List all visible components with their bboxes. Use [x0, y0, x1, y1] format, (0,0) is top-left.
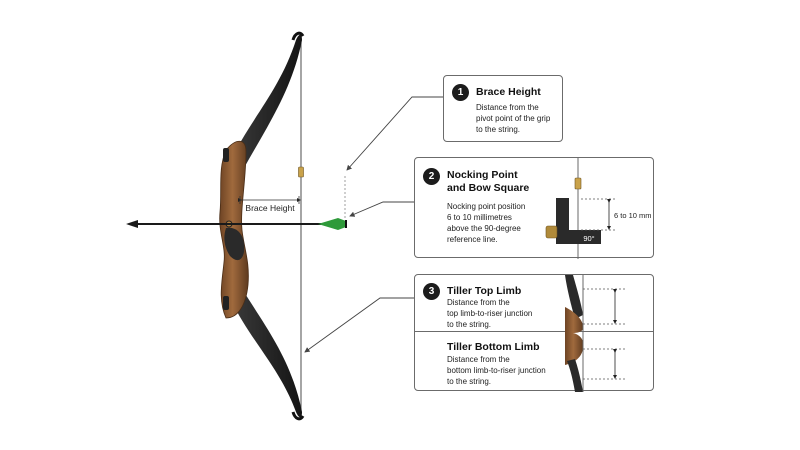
leader-line-nocking-point	[349, 201, 414, 217]
callout-number-1: 1	[452, 84, 469, 101]
callout-title-tiller-bottom: Tiller Bottom Limb	[447, 341, 540, 353]
bow-square-illustration: 90° 6 to 10 mm	[545, 158, 652, 259]
arrow-fletching	[318, 218, 346, 230]
lower-limb-bolt	[223, 296, 229, 310]
lower-limb-tip	[291, 411, 305, 421]
callout-title-tiller-top: Tiller Top Limb	[447, 285, 522, 297]
inset-top-limb	[565, 275, 583, 319]
callout-description-brace-height: Distance from the pivot point of the gri…	[476, 103, 551, 134]
upper-limb	[231, 34, 302, 168]
measure-label: 6 to 10 mm	[614, 211, 652, 220]
lower-limb	[231, 292, 302, 418]
callout-description-nocking-point: Nocking point position 6 to 10 millimetr…	[447, 202, 526, 244]
leader-line-brace-height	[346, 96, 443, 171]
leader-line-tiller	[304, 297, 414, 353]
nocking-point	[298, 166, 304, 178]
callout-description-tiller-bottom: Distance from the bottom limb-to-riser j…	[447, 355, 546, 386]
callout-nocking-point: 2 Nocking Point and Bow Square Nocking p…	[414, 157, 654, 259]
callout-title-nocking-point: Nocking Point and Bow Square	[447, 169, 530, 194]
callout-number-2: 2	[423, 168, 440, 185]
callout-tiller: 3 Tiller Top Limb Distance from the top …	[414, 274, 654, 392]
callout-brace-height: 1 Brace Height Distance from the pivot p…	[443, 75, 563, 142]
inset-nocking-point	[574, 177, 582, 190]
grip	[224, 227, 245, 261]
upper-limb-bolt	[223, 148, 229, 162]
angle-label: 90°	[583, 234, 594, 243]
arrow-point	[126, 220, 138, 228]
bow-square-clamp	[545, 225, 558, 239]
bow-square	[556, 198, 601, 244]
inset-bottom-limb	[567, 359, 583, 392]
callout-divider	[415, 331, 653, 332]
callout-number-3: 3	[423, 283, 440, 300]
tiller-illustration	[565, 275, 625, 392]
inset-bottom-riser	[565, 333, 584, 365]
upper-limb-tip	[291, 31, 305, 41]
inset-top-riser	[565, 307, 584, 333]
callout-title-brace-height: Brace Height	[476, 86, 541, 98]
callout-description-tiller-top: Distance from the top limb-to-riser junc…	[447, 298, 533, 329]
brace-height-label: Brace Height	[245, 203, 295, 213]
